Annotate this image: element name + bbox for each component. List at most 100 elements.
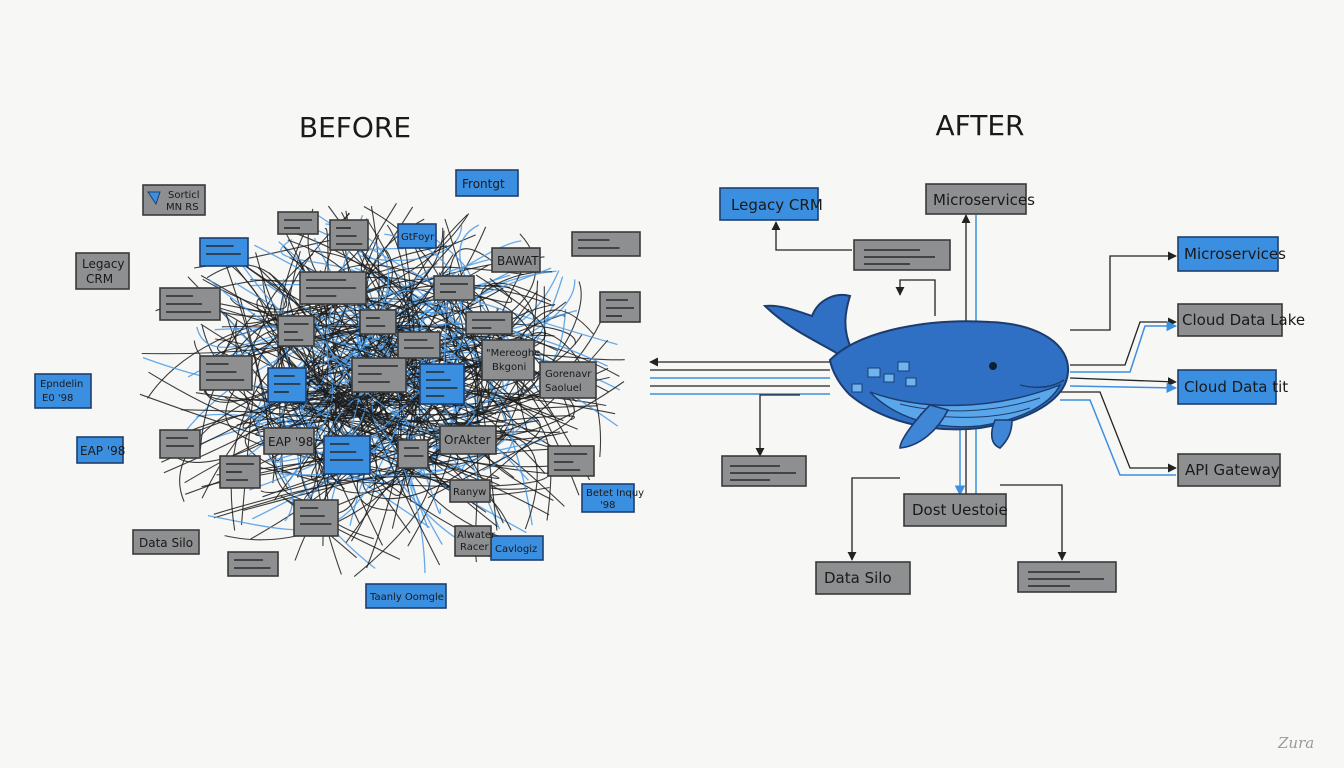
tangle-box: [277, 315, 315, 347]
tangle-line: [252, 324, 459, 520]
tangle-box: [267, 367, 307, 403]
after-line-micro-right: [1070, 251, 1177, 331]
tangle-box: [465, 311, 513, 335]
after-line-lake-blue: [1070, 320, 1178, 373]
after-data-silo-box: [815, 561, 911, 595]
after-line-data-silo: [847, 477, 900, 561]
whale: [762, 294, 1070, 449]
whale-front-fin: [899, 404, 950, 449]
after-line-cloud-blue-2: [1069, 382, 1178, 394]
before-eap-left-box: [76, 436, 124, 464]
after-line-lake: [1070, 317, 1177, 366]
after-legacy-crm-box: [719, 187, 819, 221]
before-bottom-blue-box: [365, 583, 447, 609]
after-dost-uestoie-box: [903, 493, 1007, 527]
after-line-api-blue: [1060, 399, 1176, 476]
tangle-box: [329, 219, 369, 251]
before-top-left-sub: MN RS: [166, 202, 199, 213]
after-title: AFTER: [935, 109, 1024, 142]
whale-container-5: [851, 383, 863, 393]
before-bawat-label: BAWAT: [497, 254, 539, 268]
whale-belly-stripe-1: [899, 397, 1041, 412]
tangle-line: [316, 223, 390, 416]
after-cloud-data-blue-label: Cloud Data tit: [1184, 378, 1288, 396]
after-boxes: Legacy CRM Microservices Microservices C…: [719, 183, 1305, 595]
tangle-box: [199, 237, 249, 267]
whale-tail: [762, 294, 854, 357]
after-microservices-top-box: [925, 183, 1027, 215]
tangle-line: [161, 414, 250, 463]
tangle-box: [159, 429, 201, 459]
after-microservices-top-label: Microservices: [933, 191, 1035, 209]
before-orakter-box: [439, 425, 497, 455]
after-microservices-right-box: [1177, 236, 1279, 272]
after-line-cloud-blue: [1069, 377, 1177, 387]
before-bottom-blue-label: Taanly Oomgle: [369, 592, 444, 603]
after-blank-box-left: [721, 455, 807, 487]
before-orakter-label: OrAkter: [444, 433, 491, 447]
after-line-api: [1060, 391, 1177, 473]
after-blank-box-bottom: [1017, 561, 1117, 593]
before-gateway-label: GtFoyr: [401, 232, 435, 243]
before-bottom-right-blue-label-1: Betet Inquy: [586, 488, 644, 499]
before-data-silo-label: Data Silo: [139, 536, 193, 550]
before-legacy-crm-box: [75, 252, 130, 290]
after-dost-uestoie-label: Dost Uestoie: [912, 501, 1008, 519]
after-cloud-data-lake-label: Cloud Data Lake: [1182, 311, 1305, 329]
after-api-gateway-box: [1177, 453, 1281, 487]
before-bottom-right-blue-box: [581, 483, 635, 513]
tangle-line: [196, 300, 465, 348]
tangle-box: [433, 275, 475, 301]
signature: Zura: [1277, 734, 1314, 752]
whale-eye: [989, 362, 997, 370]
tangle-line: [308, 228, 329, 385]
tangle-line: [299, 240, 522, 428]
tangle-box: [199, 355, 253, 391]
tangle-box: [323, 435, 371, 475]
tangle-box: [277, 211, 319, 235]
whale-back-fin: [990, 419, 1013, 449]
after-line-legacy: [771, 221, 852, 251]
before-right-mid-label-1: Gorenavr: [545, 369, 592, 380]
whale-mouth: [1019, 379, 1065, 388]
before-cavlogiz-label: Cavlogiz: [495, 544, 537, 555]
before-eap-center-label: EAP '98: [268, 435, 313, 449]
before-small-label-1: Ranyw: [453, 487, 486, 498]
tangle-box: [397, 439, 429, 469]
before-erp-blue-box: [34, 373, 92, 409]
tangle-line: [491, 379, 578, 430]
after-microservices-right-label: Microservices: [1184, 245, 1286, 263]
after-line-box-whale: [895, 279, 936, 316]
after-line-bottom-left: [755, 394, 800, 457]
before-generic-boxes: [159, 211, 641, 577]
before-erp-blue-label-1: Epndelin: [40, 379, 83, 390]
tangle-box: [227, 551, 279, 577]
tangle-box: [351, 357, 407, 393]
before-cavlogiz-box: [490, 535, 544, 561]
before-right-mid-label-2: Saoluel: [545, 383, 582, 394]
whale-container-4: [905, 377, 917, 387]
before-boxes: Legacy CRM Sorticl MN RS Frontgt BAWAT E…: [34, 169, 644, 609]
tangle-box: [293, 499, 339, 537]
before-eap-left-label: EAP '98: [80, 444, 125, 458]
before-mid-quote-box: [481, 339, 535, 381]
tangle-line: [225, 264, 321, 506]
after-api-gateway-label: API Gateway: [1185, 461, 1280, 479]
after-legacy-crm-label: Legacy CRM: [731, 196, 823, 214]
before-frontend-label: Frontgt: [462, 177, 505, 191]
tangle-line: [260, 432, 538, 530]
before-small-box-1: [449, 479, 491, 503]
before-eap-center-box: [263, 427, 315, 455]
after-data-silo-label: Data Silo: [824, 569, 892, 587]
before-bawat-box: [491, 247, 541, 273]
before-title: BEFORE: [299, 111, 411, 144]
before-mid-quote-label-1: "Mereoghe: [486, 348, 540, 359]
tangle-box: [599, 291, 641, 323]
before-top-left-icon: [147, 191, 161, 206]
tangle-box: [547, 445, 595, 477]
after-cloud-data-lake-box: [1177, 303, 1283, 337]
tangle-line: [445, 248, 495, 333]
tangle-line: [290, 382, 470, 494]
after-cloud-data-blue-box: [1177, 369, 1277, 405]
